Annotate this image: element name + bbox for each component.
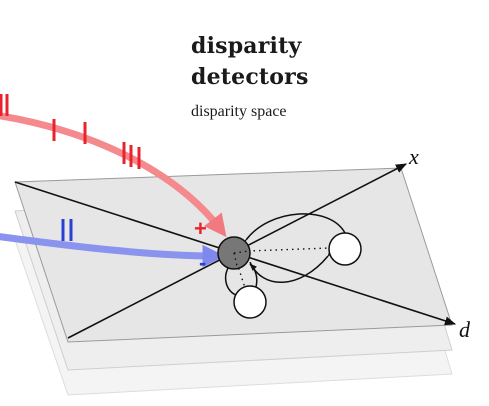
title-line-1: disparity [191, 33, 302, 59]
inhibitory-sign: - [199, 250, 206, 275]
lateral-connection-upper [239, 213, 346, 248]
excitatory-sign: + [194, 216, 207, 241]
inhibitory-spike-train [61, 219, 73, 241]
detector-node-lower [233, 285, 267, 319]
detector-node-right [328, 232, 362, 266]
subtitle: disparity space [191, 103, 287, 120]
plane-stack [14, 167, 453, 396]
excitatory-spike-train [0, 94, 141, 169]
title-line-2: detectors [191, 64, 309, 90]
x-axis-label: x [408, 144, 419, 169]
lateral-connection-short [249, 263, 258, 288]
excitatory-input-arrow [0, 112, 227, 238]
inhibitory-input-arrow [0, 233, 225, 268]
d-axis-label: d [459, 317, 471, 342]
node-dotted-link [233, 252, 238, 267]
